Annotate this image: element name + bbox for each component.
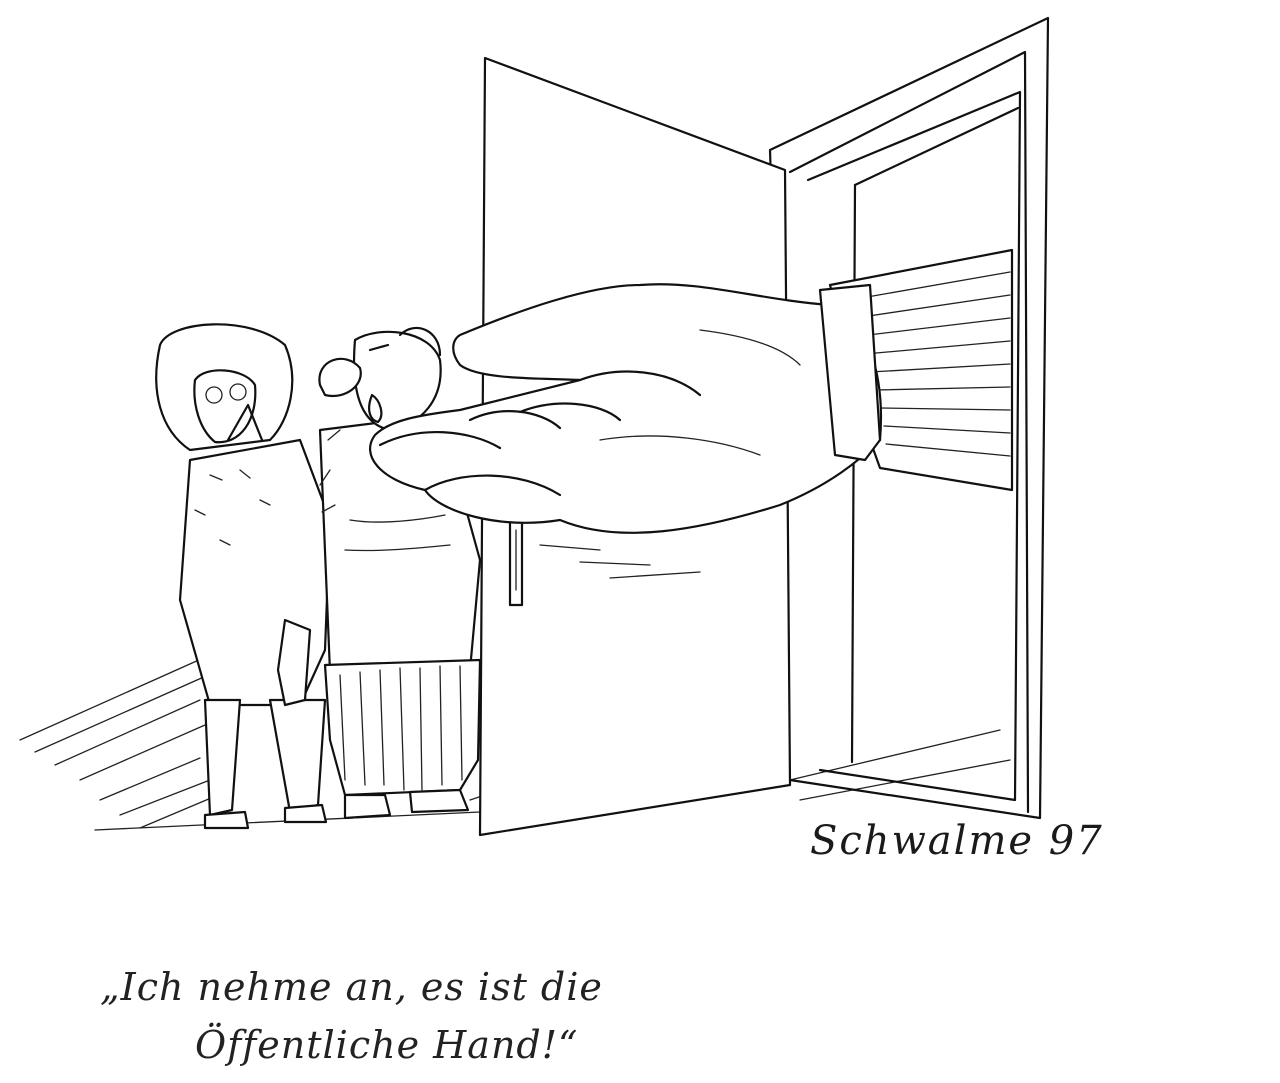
motion-lines xyxy=(319,429,341,513)
man-figure xyxy=(318,326,482,820)
floor-hatching xyxy=(19,654,1011,831)
caption-line-2: Öffentliche Hand!“ xyxy=(195,1023,579,1067)
artist-signature: Schwalme 97 xyxy=(810,818,1104,864)
giant-open-hand xyxy=(369,283,882,579)
woman-figure xyxy=(155,323,332,830)
caption-line-1: „Ich nehme an, es ist die xyxy=(100,965,603,1009)
cartoon-caption: „Ich nehme an, es ist die Öffentliche Ha… xyxy=(100,958,1000,1074)
